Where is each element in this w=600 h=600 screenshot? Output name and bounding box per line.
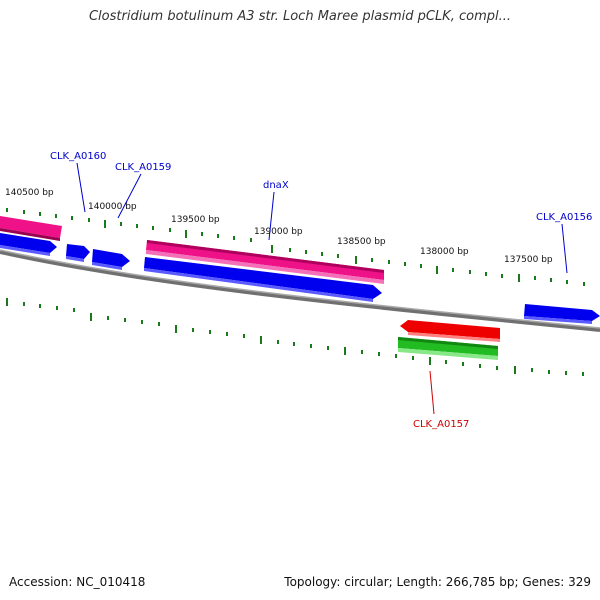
accession-text: Accession: NC_010418 [9, 575, 146, 589]
forward-gene-shadow [0, 245, 50, 256]
leader-line [429, 370, 435, 415]
tick-label: 138500 bp [337, 237, 386, 247]
forward-gene[interactable] [66, 244, 90, 259]
leader-line [268, 191, 275, 241]
gene-label-dnax[interactable]: dnaX [263, 180, 289, 191]
gene-label-clk-a0159[interactable]: CLK_A0159 [115, 162, 171, 173]
reverse-gene-shadow [408, 332, 500, 342]
forward-gene[interactable] [92, 249, 130, 267]
rna-gene-feature-shadow [146, 250, 384, 284]
reverse-gene[interactable] [400, 320, 500, 339]
backbone-highlight [0, 249, 600, 329]
leader-line [117, 173, 142, 219]
forward-gene-shadow [144, 268, 373, 302]
rna-gene-feature-highlight [147, 240, 384, 273]
rna-gene-feature[interactable] [0, 216, 62, 238]
forward-gene[interactable] [144, 257, 382, 299]
gene-label-clk-a0160[interactable]: CLK_A0160 [50, 151, 106, 162]
leader-line [76, 162, 86, 213]
outer-scale [6, 208, 585, 286]
reverse-feature-shadow [398, 348, 498, 360]
forward-gene-shadow [66, 256, 84, 262]
tick-label: 138000 bp [420, 247, 469, 257]
tick-label: 140500 bp [5, 188, 54, 198]
forward-gene[interactable] [0, 233, 57, 253]
map-title: Clostridium botulinum A3 str. Loch Maree… [88, 9, 511, 24]
backbone [0, 250, 600, 332]
forward-gene-shadow [92, 262, 122, 270]
tick-label: 140000 bp [88, 202, 137, 212]
leader-line [561, 223, 568, 274]
gene-label-clk-a0156[interactable]: CLK_A0156 [536, 212, 592, 223]
inner-scale [6, 298, 584, 376]
topology-summary: Topology: circular; Length: 266,785 bp; … [284, 575, 591, 589]
tick-label: 139000 bp [254, 227, 303, 237]
forward-gene[interactable] [524, 304, 600, 321]
tick-label: 139500 bp [171, 215, 220, 225]
forward-gene-shadow [524, 316, 592, 324]
reverse-feature-highlight [398, 337, 498, 349]
tick-label: 137500 bp [504, 255, 553, 265]
rna-gene-feature-shadow [0, 228, 60, 241]
gene-label-clk-a0157[interactable]: CLK_A0157 [413, 419, 469, 430]
